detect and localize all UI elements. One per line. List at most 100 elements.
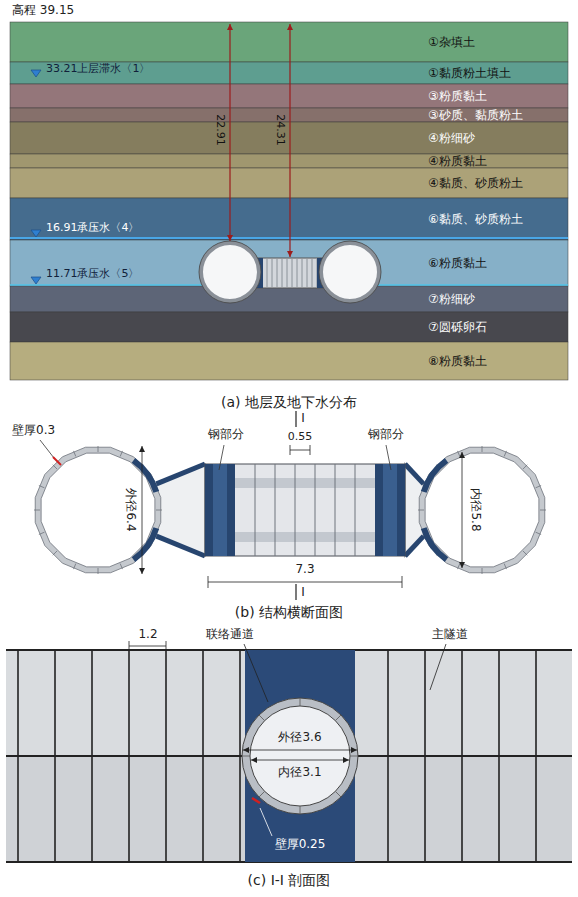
dimension-label: 1.2 <box>138 628 157 642</box>
segment-joint <box>536 532 542 534</box>
soil-layer <box>10 154 568 168</box>
segment-joint <box>312 259 313 287</box>
soil-layer-band: ④粉细砂 <box>10 122 568 154</box>
arrow-head <box>139 446 145 452</box>
wall-thickness-mark <box>53 457 61 465</box>
dimension-line <box>208 582 402 583</box>
depth-dimension: 24.31 <box>274 114 287 146</box>
segment-joint <box>259 791 265 797</box>
steel-part <box>375 464 405 556</box>
steel-ring-segment <box>421 527 448 562</box>
steel-frame <box>245 650 355 862</box>
water-level-label: 33.21上层滞水〈1〉 <box>46 63 151 76</box>
layer-name: ③砂质、黏质粉土 <box>428 108 523 122</box>
segment-joint <box>98 568 99 574</box>
soil-layer-band: ⑦粉细砂 <box>10 286 568 312</box>
segment-joint <box>482 446 483 452</box>
dimension-line <box>251 760 349 761</box>
segment-joint <box>523 465 527 469</box>
segment-joint <box>355 464 356 556</box>
dimension-line <box>290 450 310 451</box>
segment-joint <box>287 259 288 287</box>
segment-joint <box>540 510 546 511</box>
soil-layer <box>10 62 568 84</box>
segment-joint <box>504 564 506 570</box>
depth-dimension-line <box>289 24 290 257</box>
segment-joint <box>120 451 122 457</box>
segment-joint <box>282 259 283 287</box>
steel-flange <box>405 536 424 556</box>
tunnel-outline <box>319 241 381 303</box>
segment-joint <box>242 756 250 757</box>
steel-flange <box>156 536 205 556</box>
passage-body <box>256 258 324 288</box>
segment-joint <box>39 486 45 488</box>
leader-line <box>430 644 446 690</box>
dimension-line <box>462 452 463 568</box>
section-mark <box>295 584 296 600</box>
soil-layer-band: ①杂填土 <box>10 22 568 62</box>
depth-dimension-line <box>229 24 230 241</box>
dimension-line <box>243 750 357 751</box>
soil-layer-band: ③粉质黏土 <box>10 84 568 108</box>
steel-ring-segment <box>421 458 448 493</box>
dimension-tick <box>208 576 209 588</box>
segment-joint <box>418 510 424 511</box>
soil-layer-band: ④黏质、砂质粉土 <box>10 168 568 198</box>
arrow-head <box>459 452 465 458</box>
steel-ring-segment <box>132 527 159 562</box>
arrow-head <box>287 24 293 30</box>
steel-ring-segment <box>132 458 159 493</box>
segment-joint <box>277 259 278 287</box>
soil-layer <box>10 84 568 108</box>
dimension-label: 0.55 <box>288 431 313 444</box>
segment-joint <box>272 259 273 287</box>
segment-joint <box>307 259 308 287</box>
water-level-label: 16.91承压水〈4〉 <box>46 222 140 235</box>
dimension-tick <box>310 445 311 455</box>
layer-name: ③粉质黏土 <box>428 89 487 103</box>
leader-line <box>40 440 54 458</box>
leader-line <box>386 445 391 470</box>
panel-caption: (a) 地层及地下水分布 <box>221 394 357 410</box>
segment-joint <box>523 551 527 555</box>
soil-layer <box>10 168 568 198</box>
soil-layer <box>10 312 568 342</box>
strata-section <box>10 22 568 380</box>
water-level-line <box>10 237 568 239</box>
section-mark-label: I <box>301 586 305 600</box>
segment-joint <box>74 564 76 570</box>
dimension-tick <box>402 576 403 588</box>
section-mark-label: I <box>301 412 305 426</box>
layer-name: ①杂填土 <box>428 35 475 49</box>
water-level-mark <box>31 277 41 284</box>
segment-joint <box>74 451 76 457</box>
arrow-head <box>251 757 257 763</box>
tunnel-outline <box>199 241 261 303</box>
arrow-head <box>227 24 233 30</box>
layer-name: ⑥黏质、砂质粉土 <box>428 212 523 226</box>
water-level-mark <box>31 230 41 237</box>
steel-part <box>205 464 235 556</box>
arrow-head <box>343 757 349 763</box>
layer-name: ⑦圆砾卵石 <box>428 320 487 334</box>
segment-joint <box>98 446 99 452</box>
wall-thickness-mark <box>252 798 260 803</box>
soil-layer <box>10 286 568 312</box>
passage-throat <box>405 464 424 556</box>
layer-name: ⑧粉质黏土 <box>428 354 487 368</box>
soil-layer <box>10 198 568 240</box>
depth-dimension: 22.91 <box>214 114 227 146</box>
segment-joint <box>482 568 483 574</box>
segment-joint <box>335 791 341 797</box>
part-label: 钢部分 <box>368 428 404 442</box>
passage-body <box>205 464 405 556</box>
soil-layer <box>10 108 568 122</box>
part-label: 联络通道 <box>206 628 254 642</box>
segment-joint <box>315 464 316 556</box>
dimension-tick <box>290 445 291 455</box>
segment-joint <box>292 259 293 287</box>
layer-name: ⑥粉质黏土 <box>428 256 487 270</box>
